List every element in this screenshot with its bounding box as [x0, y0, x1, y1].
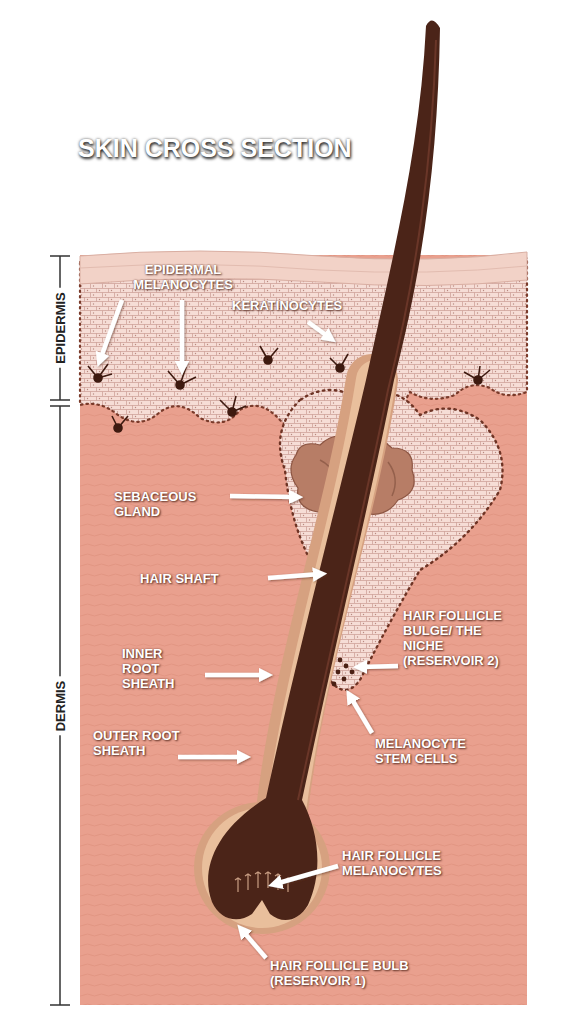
layer-label: EPIDERMIS: [53, 288, 68, 368]
epidermal-melanocytes: [88, 346, 490, 432]
part-label: SEBACEOUS GLAND: [114, 489, 224, 519]
layer-label: DERMIS: [53, 677, 68, 736]
part-label: EPIDERMAL MELANOCYTES: [108, 262, 258, 292]
diagram-title: SKIN CROSS SECTION: [78, 134, 352, 162]
part-label: HAIR FOLLICLE MELANOCYTES: [342, 848, 452, 878]
part-label: INNER ROOT SHEATH: [122, 646, 202, 691]
part-label: HAIR SHAFT: [140, 571, 260, 586]
layer-brackets: [50, 256, 70, 1005]
part-label: HAIR FOLLICLE BULGE/ THE NICHE (RESERVOI…: [403, 608, 503, 668]
part-label: OUTER ROOT SHEATH: [93, 728, 183, 758]
part-label: MELANOCYTE STEM CELLS: [375, 736, 485, 766]
part-label: KERATINOCYTES: [232, 298, 372, 313]
part-label: HAIR FOLLICLE BULB (RESERVOIR 1): [270, 958, 470, 988]
